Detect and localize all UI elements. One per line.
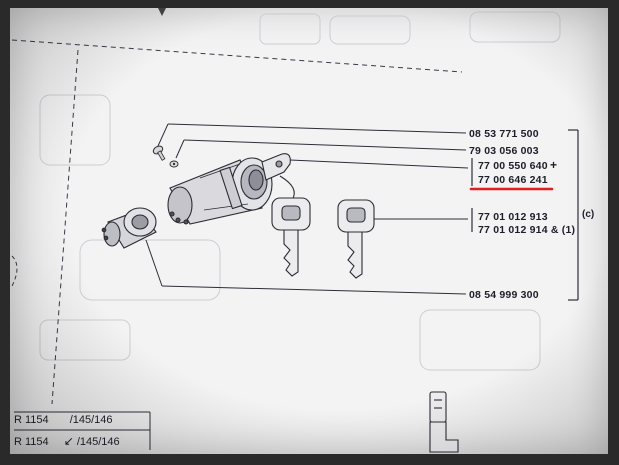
part-number-lock-b: 77 00 646 241 <box>478 174 548 186</box>
frame-arc <box>11 255 18 287</box>
reference-suffix: /145/146 <box>69 414 113 426</box>
part-number-key-b: 77 01 012 914 & (1) <box>478 224 576 236</box>
reference-row: R 1154 ↙ /145/146 <box>14 434 120 448</box>
group-bracket <box>568 129 579 301</box>
nut-icon <box>169 160 179 168</box>
part-number-nut: 79 03 056 003 <box>469 145 539 157</box>
lock-barrel-icon <box>101 207 157 249</box>
part-number-key-a: 77 01 012 913 <box>478 211 548 223</box>
top-arrow-icon <box>158 8 166 16</box>
angle-arrow-icon: ↙ <box>63 434 74 448</box>
group-label: (c) <box>582 209 595 220</box>
reference-model: R 1154 <box>14 414 49 426</box>
reference-model: R 1154 <box>14 436 49 448</box>
part-number-barrel: 08 54 999 300 <box>469 289 539 301</box>
screw-icon <box>152 145 166 161</box>
key-icon-2 <box>337 199 375 279</box>
part-number-lock-a-mark: + <box>550 158 558 172</box>
part-number-screw: 08 53 771 500 <box>469 128 539 140</box>
key-icon <box>271 197 311 277</box>
reference-row: R 1154 /145/146 <box>14 414 113 426</box>
part-number-lock-a: 77 00 550 640 <box>478 160 548 172</box>
partial-key-icon <box>429 391 459 453</box>
reference-suffix: /145/146 <box>76 436 120 448</box>
ignition-lock-icon <box>167 157 273 225</box>
